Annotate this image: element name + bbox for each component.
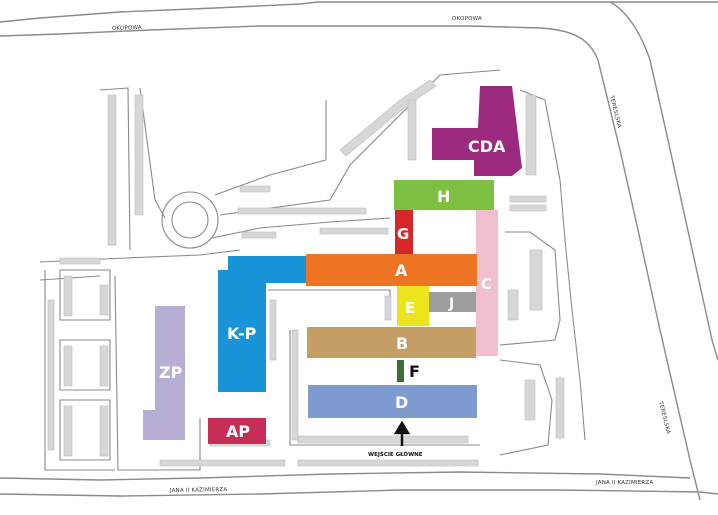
street-label-okopowa-left: OKOPOWA bbox=[112, 25, 142, 32]
road-network bbox=[0, 1, 718, 501]
parking-areas bbox=[47, 79, 565, 467]
building-h-label: H bbox=[437, 187, 450, 206]
building-d-shape bbox=[308, 385, 477, 418]
building-f[interactable]: F bbox=[397, 360, 420, 382]
building-h[interactable]: H bbox=[394, 180, 494, 210]
building-a-shape bbox=[306, 254, 477, 286]
building-cda[interactable]: CDA bbox=[432, 86, 522, 176]
building-g-shape bbox=[395, 210, 413, 254]
building-zp-label: ZP bbox=[159, 363, 183, 382]
building-d-label: D bbox=[395, 393, 408, 412]
building-e-label: E bbox=[405, 299, 415, 317]
building-kp[interactable]: K-P bbox=[218, 256, 306, 392]
building-g[interactable]: G bbox=[395, 210, 413, 254]
street-label-okopowa-right: OKOPOWA bbox=[452, 16, 482, 22]
building-cda-shape bbox=[432, 86, 522, 176]
building-ap-label: AP bbox=[226, 422, 250, 441]
main-entrance[interactable]: WEJŚCIE GŁÓWNE bbox=[368, 420, 423, 458]
building-c[interactable]: C bbox=[476, 210, 498, 356]
building-g-label: G bbox=[397, 225, 409, 243]
building-f-label: F bbox=[409, 362, 420, 381]
building-zp[interactable]: ZP bbox=[143, 306, 185, 440]
building-h-shape bbox=[394, 180, 494, 210]
building-j[interactable]: J bbox=[429, 292, 476, 312]
building-zp-shape bbox=[143, 306, 185, 440]
entrance-label: WEJŚCIE GŁÓWNE bbox=[368, 451, 423, 458]
building-ap-shape bbox=[208, 418, 266, 444]
building-j-shape bbox=[429, 292, 476, 312]
building-kp-shape bbox=[218, 256, 306, 392]
building-a-label: A bbox=[395, 261, 408, 280]
building-c-label: C bbox=[481, 275, 492, 293]
building-d[interactable]: D bbox=[308, 385, 477, 418]
building-c-shape bbox=[476, 210, 498, 356]
street-label-jana-right: JANA II KAZIMIERZA bbox=[595, 480, 653, 486]
building-e-shape bbox=[397, 286, 429, 326]
street-label-terespolska-bottom: TERESLSKA bbox=[657, 400, 671, 435]
building-f-shape bbox=[397, 360, 404, 382]
building-e[interactable]: E bbox=[397, 286, 429, 326]
building-j-label: J bbox=[448, 296, 454, 312]
building-a[interactable]: A bbox=[306, 254, 477, 286]
building-ap[interactable]: AP bbox=[208, 418, 266, 444]
building-b-shape bbox=[307, 327, 476, 358]
street-label-jana-left: JANA II KAZIMIERZA bbox=[169, 487, 227, 494]
entrance-arrow-icon bbox=[393, 420, 411, 446]
building-b-label: B bbox=[396, 334, 408, 353]
building-b[interactable]: B bbox=[307, 327, 476, 358]
building-cda-label: CDA bbox=[468, 137, 506, 156]
building-kp-label: K-P bbox=[227, 324, 257, 343]
